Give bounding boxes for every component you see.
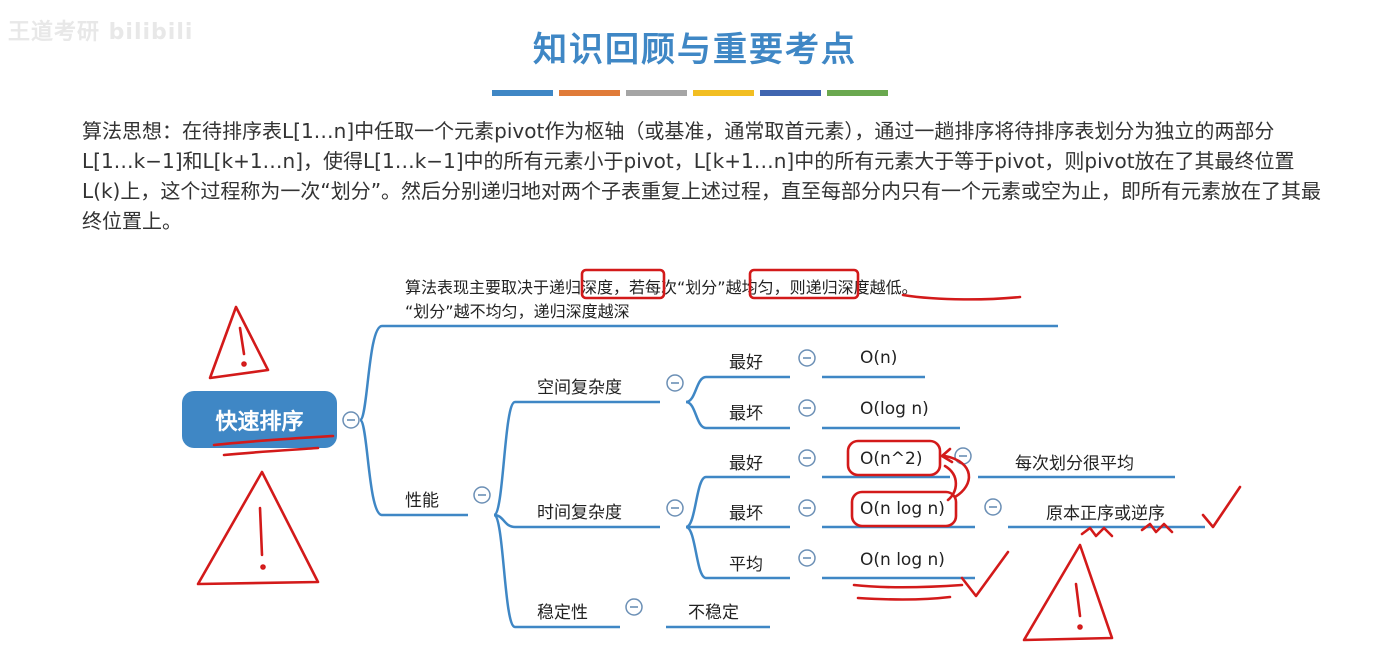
note-line-2: “划分”越不均匀，递归深度越深	[405, 302, 630, 321]
node-time-avg-value: O(n log n)	[860, 550, 945, 570]
node-time-best-label[interactable]: 最好	[729, 454, 763, 474]
node-time-best-value: O(n^2)	[860, 449, 923, 469]
page-title: 知识回顾与重要考点	[533, 30, 857, 70]
node-space-best-value: O(n)	[860, 348, 898, 368]
node-time-worst-label[interactable]: 最坏	[729, 504, 763, 524]
node-space-best-label[interactable]: 最好	[729, 353, 763, 373]
warning-triangle-icon	[1022, 543, 1114, 642]
warning-triangle-icon	[196, 470, 320, 586]
color-bar	[492, 90, 553, 96]
node-performance[interactable]: 性能	[405, 491, 439, 511]
warning-triangle-icon	[208, 305, 270, 380]
highlight-box	[580, 268, 666, 300]
color-bar	[693, 90, 754, 96]
note-line-1: 算法表现主要取决于递归深度，若每次“划分”越均匀，则递归深度越低。	[405, 278, 918, 297]
node-space-worst-label[interactable]: 最坏	[729, 404, 763, 424]
highlight-box	[850, 490, 958, 528]
node-space-worst-value: O(log n)	[860, 399, 929, 419]
node-stability-value: 不稳定	[688, 603, 739, 623]
watermark-logo: 王道考研 bilibili	[8, 20, 194, 45]
node-time-worst-value: O(n log n)	[860, 499, 945, 519]
highlight-box	[846, 439, 942, 477]
node-time-worst-note: 原本正序或逆序	[1046, 504, 1165, 524]
branch-note	[358, 324, 383, 422]
check-icon	[960, 550, 1010, 598]
branch-performance	[358, 418, 383, 517]
arrow-icon	[943, 454, 971, 499]
node-time-best-note: 每次划分很平均	[1015, 454, 1134, 474]
check-icon	[1201, 485, 1242, 529]
node-stability[interactable]: 稳定性	[537, 603, 588, 623]
highlight-box	[748, 268, 860, 300]
color-bar	[827, 90, 888, 96]
color-bar	[559, 90, 620, 96]
node-time-complexity[interactable]: 时间复杂度	[537, 503, 622, 523]
color-bar	[626, 90, 687, 96]
color-bar	[760, 90, 821, 96]
node-time-avg-label[interactable]: 平均	[729, 555, 763, 575]
title-color-bars	[492, 90, 888, 96]
node-space-complexity[interactable]: 空间复杂度	[537, 378, 622, 398]
algorithm-description: 算法思想：在待排序表L[1…n]中任取一个元素pivot作为枢轴（或基准，通常取…	[82, 119, 1322, 233]
